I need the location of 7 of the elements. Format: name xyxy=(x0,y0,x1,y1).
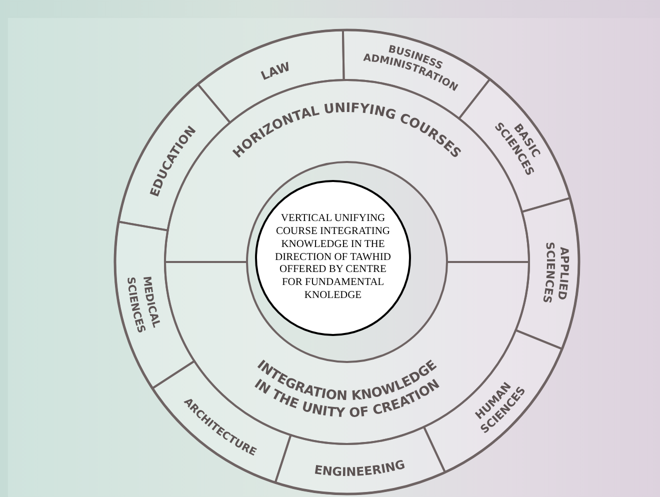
segment-label: ENGINEERING xyxy=(313,457,406,480)
segment-label: LAW xyxy=(258,59,292,84)
discipline-segment xyxy=(118,83,232,232)
center-text: VERTICAL UNIFYING COURSE INTEGRATING KNOWLEDGE IN THE DIRECTION OF TAWHID OFFERED BY CENTRE FOR FUNDAMENTAL KNOLEDGE xyxy=(274,213,392,303)
discipline-segment xyxy=(274,426,446,495)
discipline-segment xyxy=(114,220,196,390)
discipline-segment xyxy=(514,197,580,350)
